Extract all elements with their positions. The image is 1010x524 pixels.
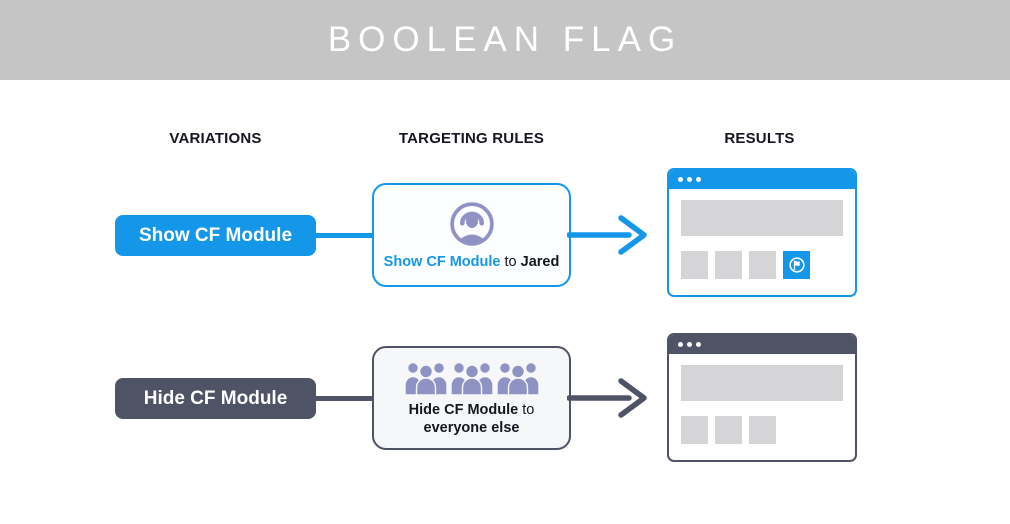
flag-icon bbox=[788, 257, 805, 273]
rule-flag-name: Hide CF Module bbox=[408, 401, 519, 418]
content-placeholder-banner bbox=[681, 365, 843, 401]
window-dot-icon bbox=[678, 177, 683, 182]
content-placeholder-square bbox=[749, 416, 776, 444]
window-dot-icon bbox=[687, 177, 692, 182]
rule-text-show: Show CF Module to Jared bbox=[384, 253, 560, 271]
connector-line-show bbox=[312, 233, 374, 238]
rule-audience: Jared bbox=[520, 253, 560, 270]
variation-chip-hide-cf-module: Hide CF Module bbox=[115, 378, 316, 419]
content-placeholder-square bbox=[715, 416, 742, 444]
column-header-targeting-rules: TARGETING RULES bbox=[398, 129, 545, 147]
rule-audience: everyone else bbox=[423, 419, 520, 436]
window-titlebar bbox=[669, 335, 855, 354]
content-placeholder-square bbox=[715, 251, 742, 279]
targeting-rule-card-show: Show CF Module to Jared bbox=[372, 183, 571, 287]
content-placeholder-square bbox=[681, 416, 708, 444]
targeting-rule-card-hide: Hide CF Module to everyone else bbox=[372, 346, 571, 450]
window-dot-icon bbox=[696, 177, 701, 182]
window-dot-icon bbox=[687, 342, 692, 347]
window-dot-icon bbox=[696, 342, 701, 347]
column-header-results: RESULTS bbox=[724, 129, 795, 147]
title-banner: BOOLEAN FLAG bbox=[0, 0, 1010, 80]
content-placeholder-banner bbox=[681, 200, 843, 236]
crowd-icon bbox=[403, 361, 540, 396]
rule-flag-name: Show CF Module bbox=[383, 253, 501, 270]
result-window-hide bbox=[667, 333, 857, 462]
content-placeholder-row bbox=[681, 416, 855, 444]
arrow-right-icon bbox=[567, 215, 647, 255]
column-header-variations: VARIATIONS bbox=[169, 129, 262, 147]
rule-text-hide: Hide CF Module to everyone else bbox=[409, 401, 535, 437]
cf-module-tile bbox=[783, 251, 810, 279]
connector-line-hide bbox=[312, 396, 374, 401]
content-placeholder-square bbox=[681, 251, 708, 279]
single-user-icon bbox=[449, 201, 494, 246]
page-title: BOOLEAN FLAG bbox=[327, 20, 683, 59]
result-window-show bbox=[667, 168, 857, 297]
window-titlebar bbox=[669, 170, 855, 189]
rule-joiner: to bbox=[522, 401, 535, 418]
variation-chip-show-cf-module: Show CF Module bbox=[115, 215, 316, 256]
window-dot-icon bbox=[678, 342, 683, 347]
content-placeholder-square bbox=[749, 251, 776, 279]
content-placeholder-row bbox=[681, 251, 855, 279]
arrow-right-icon bbox=[567, 378, 647, 418]
rule-joiner: to bbox=[504, 253, 517, 270]
